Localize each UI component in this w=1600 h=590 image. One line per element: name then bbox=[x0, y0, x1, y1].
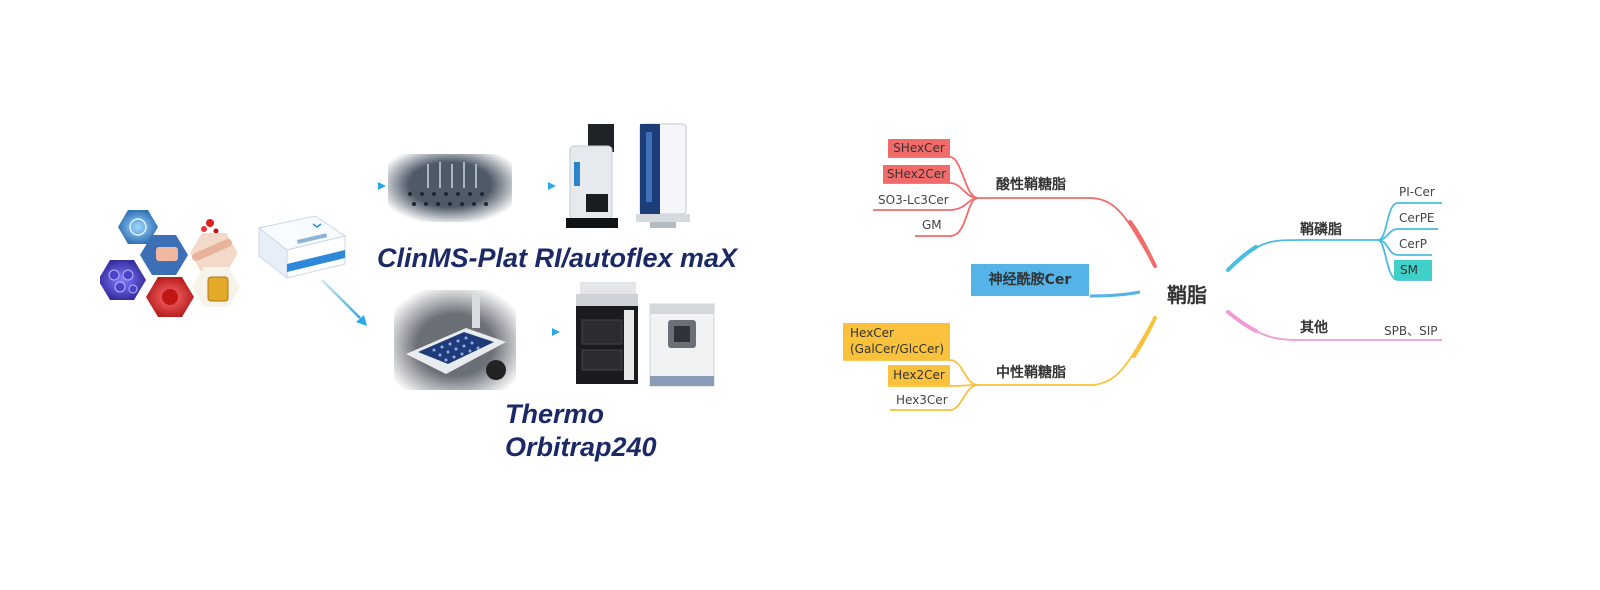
acidic-leaf-shexcer: SHexCer bbox=[888, 139, 950, 157]
arrow-autosampler-to-orbitrap bbox=[524, 328, 560, 336]
acidic-glycosphingolipid-label: 酸性鞘糖脂 bbox=[996, 177, 1066, 193]
acidic-leaf-gm: GM bbox=[922, 218, 942, 232]
arrow-kit-to-plate bbox=[350, 182, 386, 190]
brain-hexagon bbox=[118, 210, 158, 244]
maldi-instrument-photo bbox=[566, 123, 690, 228]
mindmap-root: 鞘脂 bbox=[1167, 283, 1207, 307]
ceramide-connector bbox=[1089, 290, 1141, 298]
other-group-label: 其他 bbox=[1300, 320, 1328, 336]
arrow-plate-to-maldi bbox=[518, 182, 556, 190]
autosampler-photo bbox=[394, 290, 516, 390]
sample-hexagon-cluster bbox=[100, 208, 240, 317]
orbitrap-instrument-photo bbox=[576, 282, 715, 387]
neutral-leaf-hexcer-line1: HexCer bbox=[850, 326, 894, 340]
neutral-glycosphingolipid-label: 中性鞘糖脂 bbox=[996, 365, 1066, 381]
ceramide-label: 神经酰胺Cer bbox=[971, 264, 1089, 296]
arrow-kit-to-autosampler bbox=[321, 279, 367, 326]
orbitrap-instrument-label-line2: Orbitrap240 bbox=[505, 432, 657, 462]
workflow-arrows bbox=[321, 182, 560, 336]
maldi-target-plate-photo bbox=[388, 154, 512, 222]
kit-box-image bbox=[257, 215, 347, 280]
phospho-leaf-pi-cer: PI-Cer bbox=[1399, 185, 1435, 199]
neutral-leaf-hex2cer: Hex2Cer bbox=[888, 365, 950, 385]
acidic-leaf-shex2cer: SHex2Cer bbox=[883, 165, 950, 183]
phospho-leaf-sm: SM bbox=[1394, 260, 1432, 280]
phospho-leaf-cerpe: CerPE bbox=[1399, 211, 1435, 225]
acidic-trunk bbox=[1128, 220, 1157, 268]
neutral-trunk bbox=[1132, 316, 1157, 358]
sphingomyelin-group-label: 鞘磷脂 bbox=[1300, 222, 1342, 238]
phospho-trunk bbox=[1226, 245, 1258, 272]
neutral-leaf-hexcer: HexCer (GalCer/GlcCer) bbox=[843, 323, 950, 360]
phospho-leaf-cerp: CerP bbox=[1399, 237, 1427, 251]
acidic-leaf-so3-lc3cer: SO3-Lc3Cer bbox=[878, 193, 949, 207]
neutral-leaf-hexcer-line2: (GalCer/GlcCer) bbox=[850, 342, 945, 356]
other-trunk bbox=[1226, 310, 1258, 333]
acidic-connectors bbox=[873, 156, 1156, 267]
orbitrap-instrument-label-line1: Thermo bbox=[505, 399, 605, 429]
neutral-leaf-hex3cer: Hex3Cer bbox=[896, 393, 948, 407]
maldi-instrument-label: ClinMS-Plat RI/autoflex maX bbox=[377, 243, 738, 273]
other-leaf-spb-sip: SPB、SIP bbox=[1384, 324, 1438, 338]
